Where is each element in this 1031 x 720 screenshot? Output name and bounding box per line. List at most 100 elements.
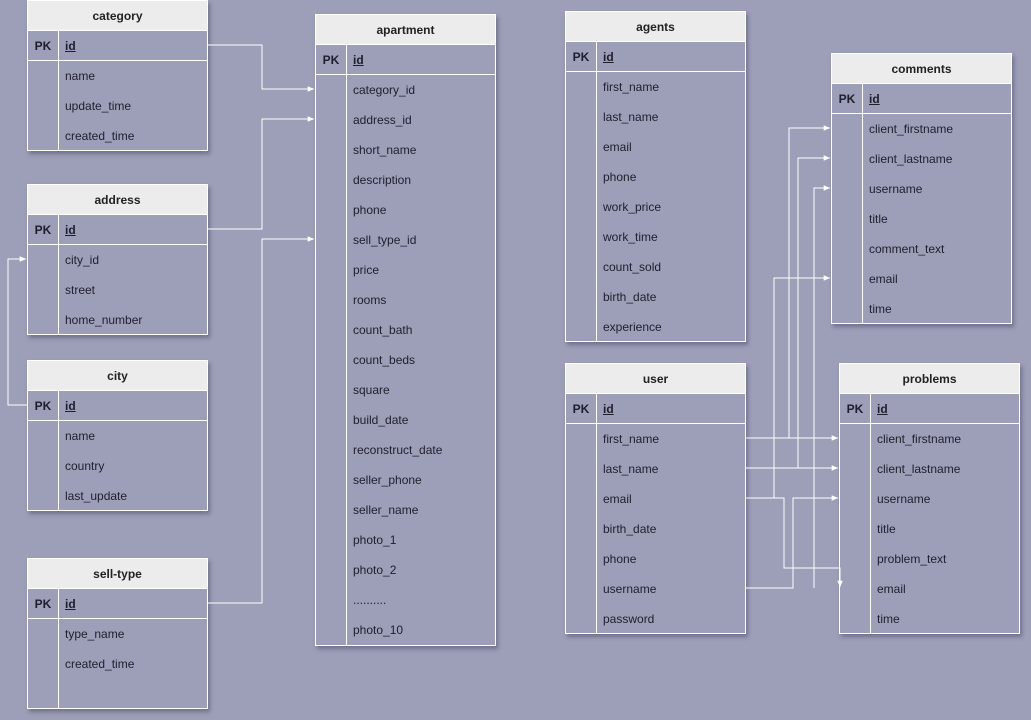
field: client_firstname [869,122,954,136]
pk-row: PK id [832,84,1011,114]
pk-row: PK id [840,394,1019,424]
field: seller_phone [353,473,422,487]
pk-row: PK id [28,391,207,421]
field: first_name [603,80,660,94]
table-header: comments [832,54,1011,84]
field: street [65,283,96,297]
field: photo_10 [353,623,404,637]
column-divider [58,589,59,708]
table-header: problems [840,364,1019,394]
field: name [65,429,96,443]
pk-field: id [65,399,76,413]
table-header: address [28,185,207,215]
field: name [65,69,96,83]
pk-label: PK [322,53,340,67]
pk-row: PK id [28,589,207,619]
column-divider [862,84,863,323]
field: address_id [353,113,412,127]
pk-row: PK id [566,42,745,72]
field: count_bath [353,323,413,337]
field: city_id [65,253,100,267]
pk-field: id [65,39,76,53]
link-category-apartment [208,44,314,92]
table-user[interactable]: user PK id first_name last_name email bi… [565,363,746,634]
link-user-username-comments [813,185,830,588]
field: category_id [353,83,416,97]
field: client_lastname [877,462,961,476]
pk-label: PK [34,399,52,413]
table-address[interactable]: address PK id city_id street home_number [27,184,208,335]
field: experience [603,320,662,334]
field: email [603,492,632,506]
link-city-address [7,256,27,406]
field: build_date [353,413,409,427]
table-header: category [28,1,207,31]
pk-field: id [65,223,76,237]
pk-label: PK [572,50,590,64]
field: price [353,263,380,277]
pk-label: PK [34,223,52,237]
field: phone [603,552,637,566]
pk-label: PK [572,402,590,416]
pk-field: id [65,597,76,611]
field: reconstruct_date [353,443,443,457]
pk-field: id [603,402,614,416]
field: home_number [65,313,143,327]
table-category[interactable]: category PK id name update_time created_… [27,0,208,151]
table-sell-type[interactable]: sell-type PK id type_name created_time [27,558,208,709]
field: client_lastname [869,152,953,166]
field: photo_2 [353,563,397,577]
field: work_price [603,200,662,214]
link-address-apartment [208,116,314,230]
field: title [869,212,888,226]
table-header: city [28,361,207,391]
field: phone [603,170,637,184]
pk-row: PK id [28,215,207,245]
field: email [869,272,898,286]
pk-row: PK id [316,45,495,75]
column-divider [346,45,347,645]
column-divider [58,391,59,510]
field: .......... [353,593,387,607]
field: comment_text [869,242,945,256]
field: time [869,302,892,316]
field: created_time [65,657,135,671]
field: phone [353,203,387,217]
field: title [877,522,896,536]
field: seller_name [353,503,419,517]
field: photo_1 [353,533,397,547]
field: username [877,492,931,506]
column-divider [596,394,597,633]
field: password [603,612,655,626]
table-header: agents [566,12,745,42]
field: problem_text [877,552,947,566]
table-comments[interactable]: comments PK id client_firstname client_l… [831,53,1012,324]
pk-label: PK [838,92,856,106]
link-user-username-problems [746,495,838,589]
table-city[interactable]: city PK id name country last_update [27,360,208,511]
field: count_beds [353,353,416,367]
table-header: apartment [316,15,495,45]
pk-row: PK id [566,394,745,424]
field: time [877,612,900,626]
field: client_firstname [877,432,962,446]
column-divider [58,31,59,150]
field: last_name [603,110,659,124]
field: short_name [353,143,417,157]
pk-field: id [603,50,614,64]
column-divider [58,215,59,334]
field: username [603,582,657,596]
field: update_time [65,99,132,113]
pk-field: id [353,53,364,67]
field: work_time [603,230,658,244]
link-user-firstname-comments [788,125,830,438]
link-user-email-comments [746,275,830,499]
table-agents[interactable]: agents PK id first_name last_name email … [565,11,746,342]
field: rooms [353,293,387,307]
pk-field: id [877,402,888,416]
field: last_name [603,462,659,476]
table-problems[interactable]: problems PK id client_firstname client_l… [839,363,1020,634]
table-apartment[interactable]: apartment PK id category_id address_id s… [315,14,496,646]
field: type_name [65,627,125,641]
